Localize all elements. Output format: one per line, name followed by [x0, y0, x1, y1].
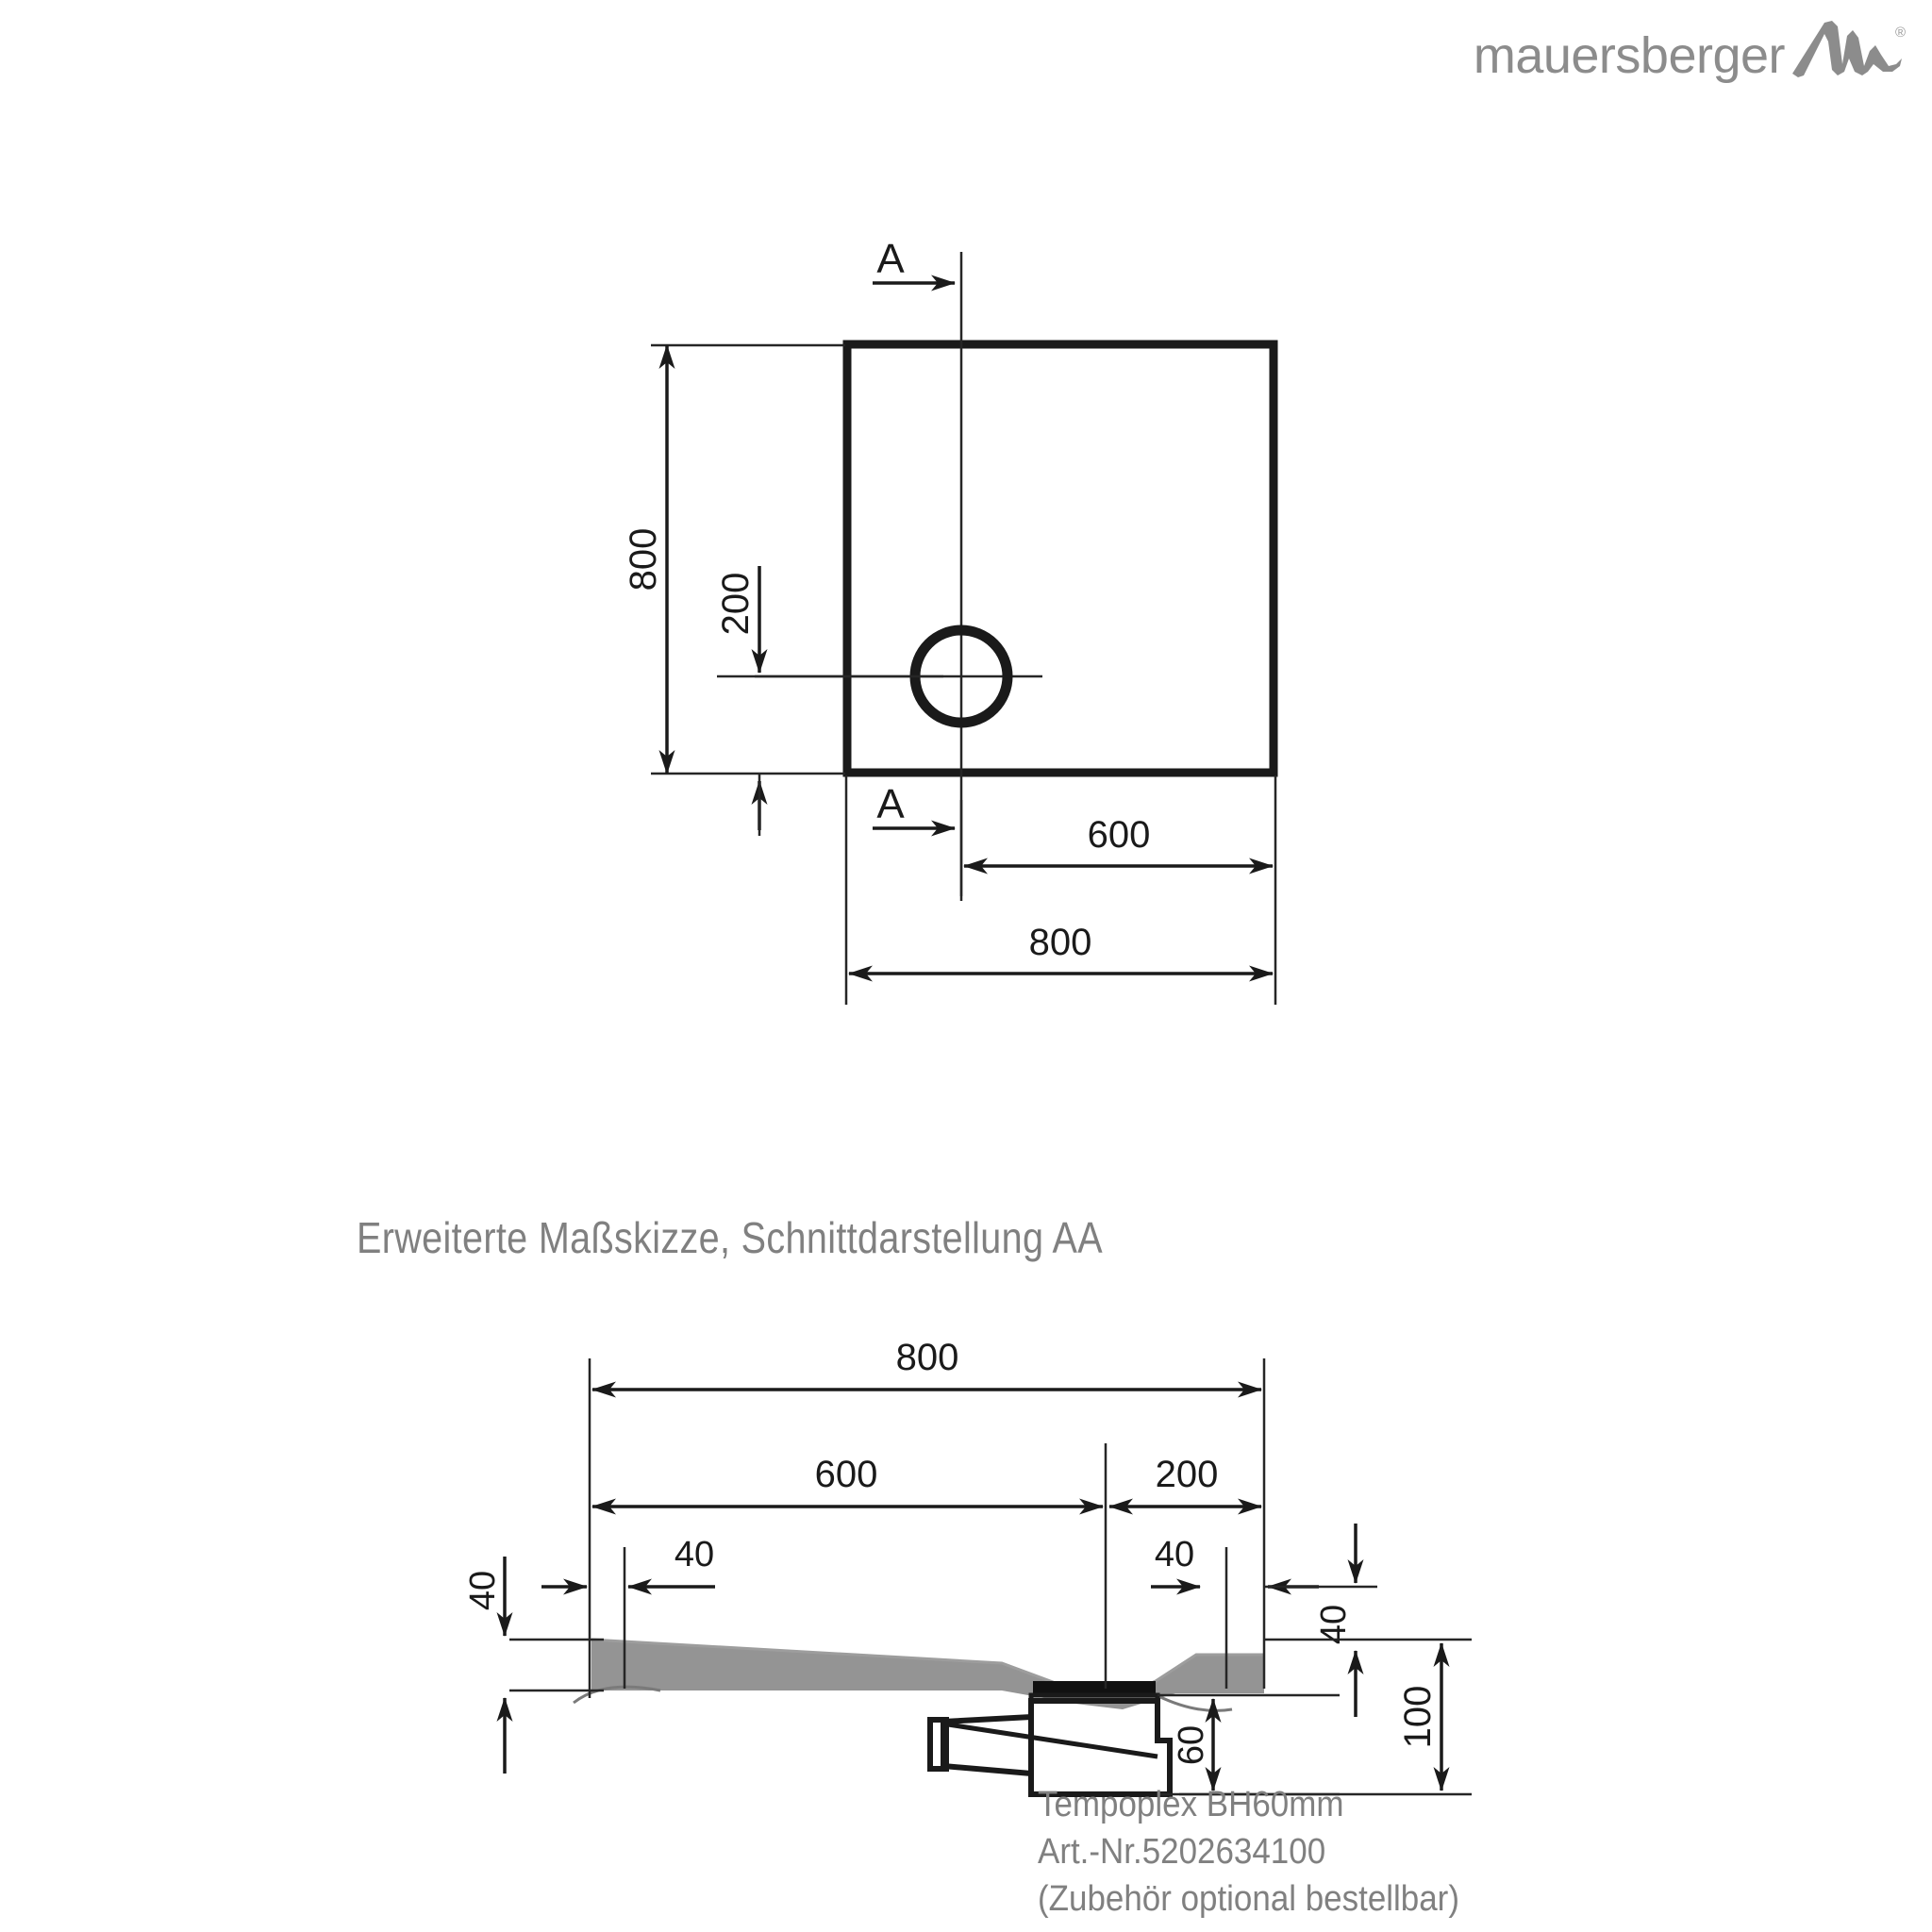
sec-dim-label-40-vleft: 40: [463, 1571, 503, 1610]
sec-dim-label-600: 600: [815, 1454, 878, 1495]
section-label-top: A: [876, 236, 905, 282]
tray-rim-left-curve: [573, 1685, 661, 1705]
dim-label-h-600: 600: [1088, 814, 1151, 856]
tray-section-body: [591, 1640, 1264, 1709]
section-label-bottom: A: [876, 781, 905, 827]
dim-label-h-800: 800: [1029, 922, 1092, 963]
drain-circle: [909, 625, 1013, 728]
accessory-caption: Tempoplex BH60mm Art.-Nr.5202634100 (Zub…: [1038, 1781, 1459, 1923]
drain-flange: [1033, 1681, 1156, 1695]
drain-collar: [1028, 1692, 1160, 1704]
tray-surface-line: [591, 1638, 1264, 1698]
dim-label-v-200: 200: [715, 573, 757, 636]
mountain-m-icon: [1792, 21, 1902, 77]
drain-pipe-endcap: [927, 1717, 949, 1772]
plan-view-group: A A 800 200 600 800: [623, 236, 1278, 1005]
drain-outlet-pipe: [941, 1713, 1034, 1777]
drain-outlet-inner-line: [947, 1722, 1158, 1759]
brand-wordmark: mauersberger: [1473, 27, 1786, 84]
sec-dim-label-800: 800: [896, 1337, 959, 1378]
sec-dim-label-40-right: 40: [1155, 1535, 1194, 1574]
section-heading: Erweiterte Maßskizze, Schnittdarstellung…: [357, 1213, 1103, 1262]
caption-line-article-number: Art.-Nr.5202634100: [1038, 1832, 1326, 1873]
tray-rim-right-curve: [1158, 1694, 1233, 1712]
sec-dim-label-200: 200: [1156, 1454, 1219, 1495]
tray-outline: [842, 340, 1278, 777]
section-view-group: 800 600 200 40 40 40: [463, 1337, 1472, 1797]
sec-dim-label-40-vright: 40: [1314, 1605, 1354, 1644]
dim-label-v-800: 800: [623, 528, 664, 591]
sec-dim-label-60: 60: [1172, 1725, 1211, 1765]
registered-trademark-icon: ®: [1894, 25, 1906, 41]
sec-dim-label-40-left: 40: [675, 1535, 714, 1574]
caption-line-note: (Zubehör optional bestellbar): [1038, 1879, 1459, 1920]
caption-line-product: Tempoplex BH60mm: [1038, 1785, 1344, 1824]
sec-dim-label-100: 100: [1397, 1686, 1439, 1749]
brand-logo: mauersberger ®: [1473, 17, 1906, 84]
